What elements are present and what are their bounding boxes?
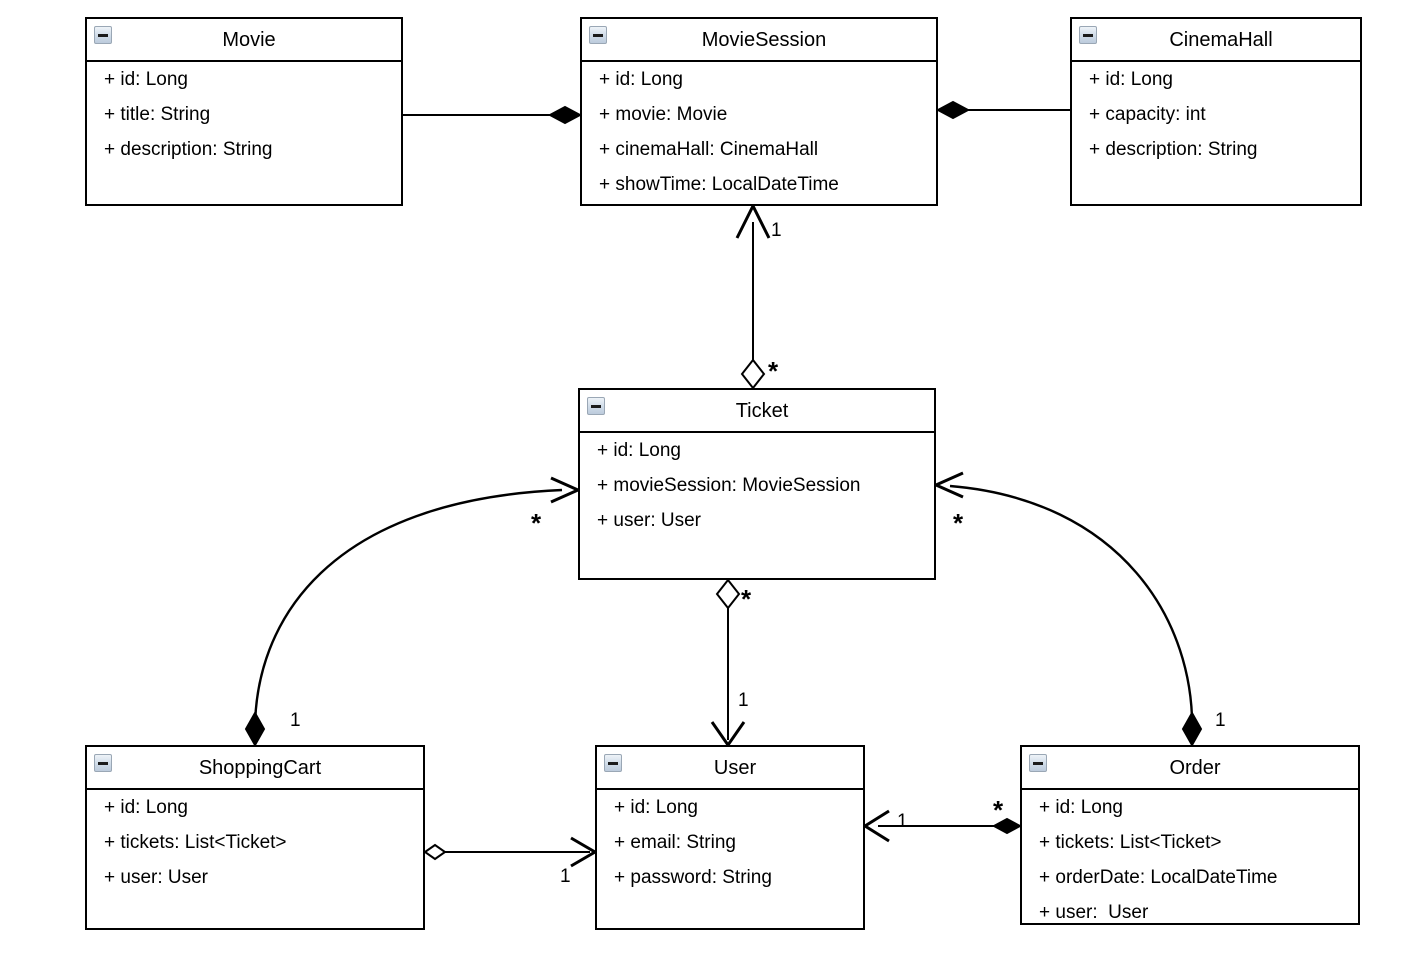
minus-icon[interactable] [589,26,607,44]
minus-icon[interactable] [94,754,112,772]
class-attributes: + id: Long + email: String + password: S… [597,790,863,887]
attribute-row: + id: Long [104,69,188,90]
attribute-row: + user: User [104,867,209,888]
minus-icon[interactable] [1079,26,1097,44]
class-box-movie[interactable]: Movie + id: Long + title: String + descr… [85,17,403,206]
class-name: CinemaHall [1169,28,1273,51]
class-attributes: + id: Long + capacity: int + description… [1072,62,1360,159]
class-name: MovieSession [701,28,827,51]
minus-icon[interactable] [604,754,622,772]
attribute-row: + showTime: LocalDateTime [599,174,839,195]
attribute-row: + orderDate: LocalDateTime [1039,867,1278,888]
minus-icon[interactable] [1029,754,1047,772]
attribute-row: + password: String [614,867,772,888]
class-name: Ticket [735,399,789,422]
minus-icon[interactable] [587,397,605,415]
class-name: User [713,756,757,779]
attribute-row: + id: Long [614,797,698,818]
edge-shoppingcart-ticket [244,476,582,748]
edge-movie-moviesession [403,105,583,125]
attribute-row: + description: String [1089,139,1258,160]
multiplicity-label: 1 [738,690,749,711]
class-name: Order [1169,756,1221,779]
class-attributes: + id: Long + tickets: List<Ticket> + ord… [1022,790,1358,922]
class-box-shoppingcart[interactable]: ShoppingCart + id: Long + tickets: List<… [85,745,425,930]
edge-order-ticket [932,471,1203,748]
class-box-cinemahall[interactable]: CinemaHall + id: Long + capacity: int + … [1070,17,1362,206]
attribute-row: + id: Long [1089,69,1173,90]
attribute-row: + tickets: List<Ticket> [1039,832,1222,853]
class-header: Ticket [580,390,934,433]
multiplicity-label: * [993,795,1004,825]
class-name: ShoppingCart [198,756,322,779]
class-header: CinemaHall [1072,19,1360,62]
attribute-row: + movie: Movie [599,104,728,125]
class-header: Movie [87,19,401,62]
multiplicity-label: 1 [1215,710,1226,731]
attribute-row: + tickets: List<Ticket> [104,832,287,853]
class-name: Movie [222,28,276,51]
multiplicity-label: * [953,508,964,538]
attribute-row: + id: Long [597,440,681,461]
class-attributes: + id: Long + movieSession: MovieSession … [580,433,934,530]
class-attributes: + id: Long + movie: Movie + cinemaHall: … [582,62,936,194]
attribute-row: + id: Long [104,797,188,818]
class-attributes: + id: Long + tickets: List<Ticket> + use… [87,790,423,887]
attribute-row: + cinemaHall: CinemaHall [599,139,819,160]
class-attributes: + id: Long + title: String + description… [87,62,401,159]
edge-ticket-moviesession [735,202,771,390]
class-header: ShoppingCart [87,747,423,790]
edge-cinemahall-moviesession [935,100,1070,120]
multiplicity-label: 1 [290,710,301,731]
edge-ticket-user [710,578,746,748]
attribute-row: + capacity: int [1089,104,1206,125]
minus-icon[interactable] [94,26,112,44]
multiplicity-label: 1 [560,866,571,887]
class-header: MovieSession [582,19,936,62]
multiplicity-label: * [768,356,779,386]
edge-shoppingcart-user [423,836,598,868]
attribute-row: + title: String [104,104,211,125]
attribute-row: + user: User [1039,902,1149,923]
attribute-row: + movieSession: MovieSession [597,475,861,496]
multiplicity-label: * [531,508,542,538]
class-header: User [597,747,863,790]
class-box-user[interactable]: User + id: Long + email: String + passwo… [595,745,865,930]
attribute-row: + email: String [614,832,736,853]
multiplicity-label: 1 [771,220,782,241]
multiplicity-label: * [741,584,752,614]
attribute-row: + description: String [104,139,273,160]
attribute-row: + user: User [597,510,702,531]
class-box-order[interactable]: Order + id: Long + tickets: List<Ticket>… [1020,745,1360,925]
attribute-row: + id: Long [1039,797,1123,818]
class-box-moviesession[interactable]: MovieSession + id: Long + movie: Movie +… [580,17,938,206]
class-header: Order [1022,747,1358,790]
class-box-ticket[interactable]: Ticket + id: Long + movieSession: MovieS… [578,388,936,580]
attribute-row: + id: Long [599,69,683,90]
multiplicity-label: 1 [897,811,908,832]
